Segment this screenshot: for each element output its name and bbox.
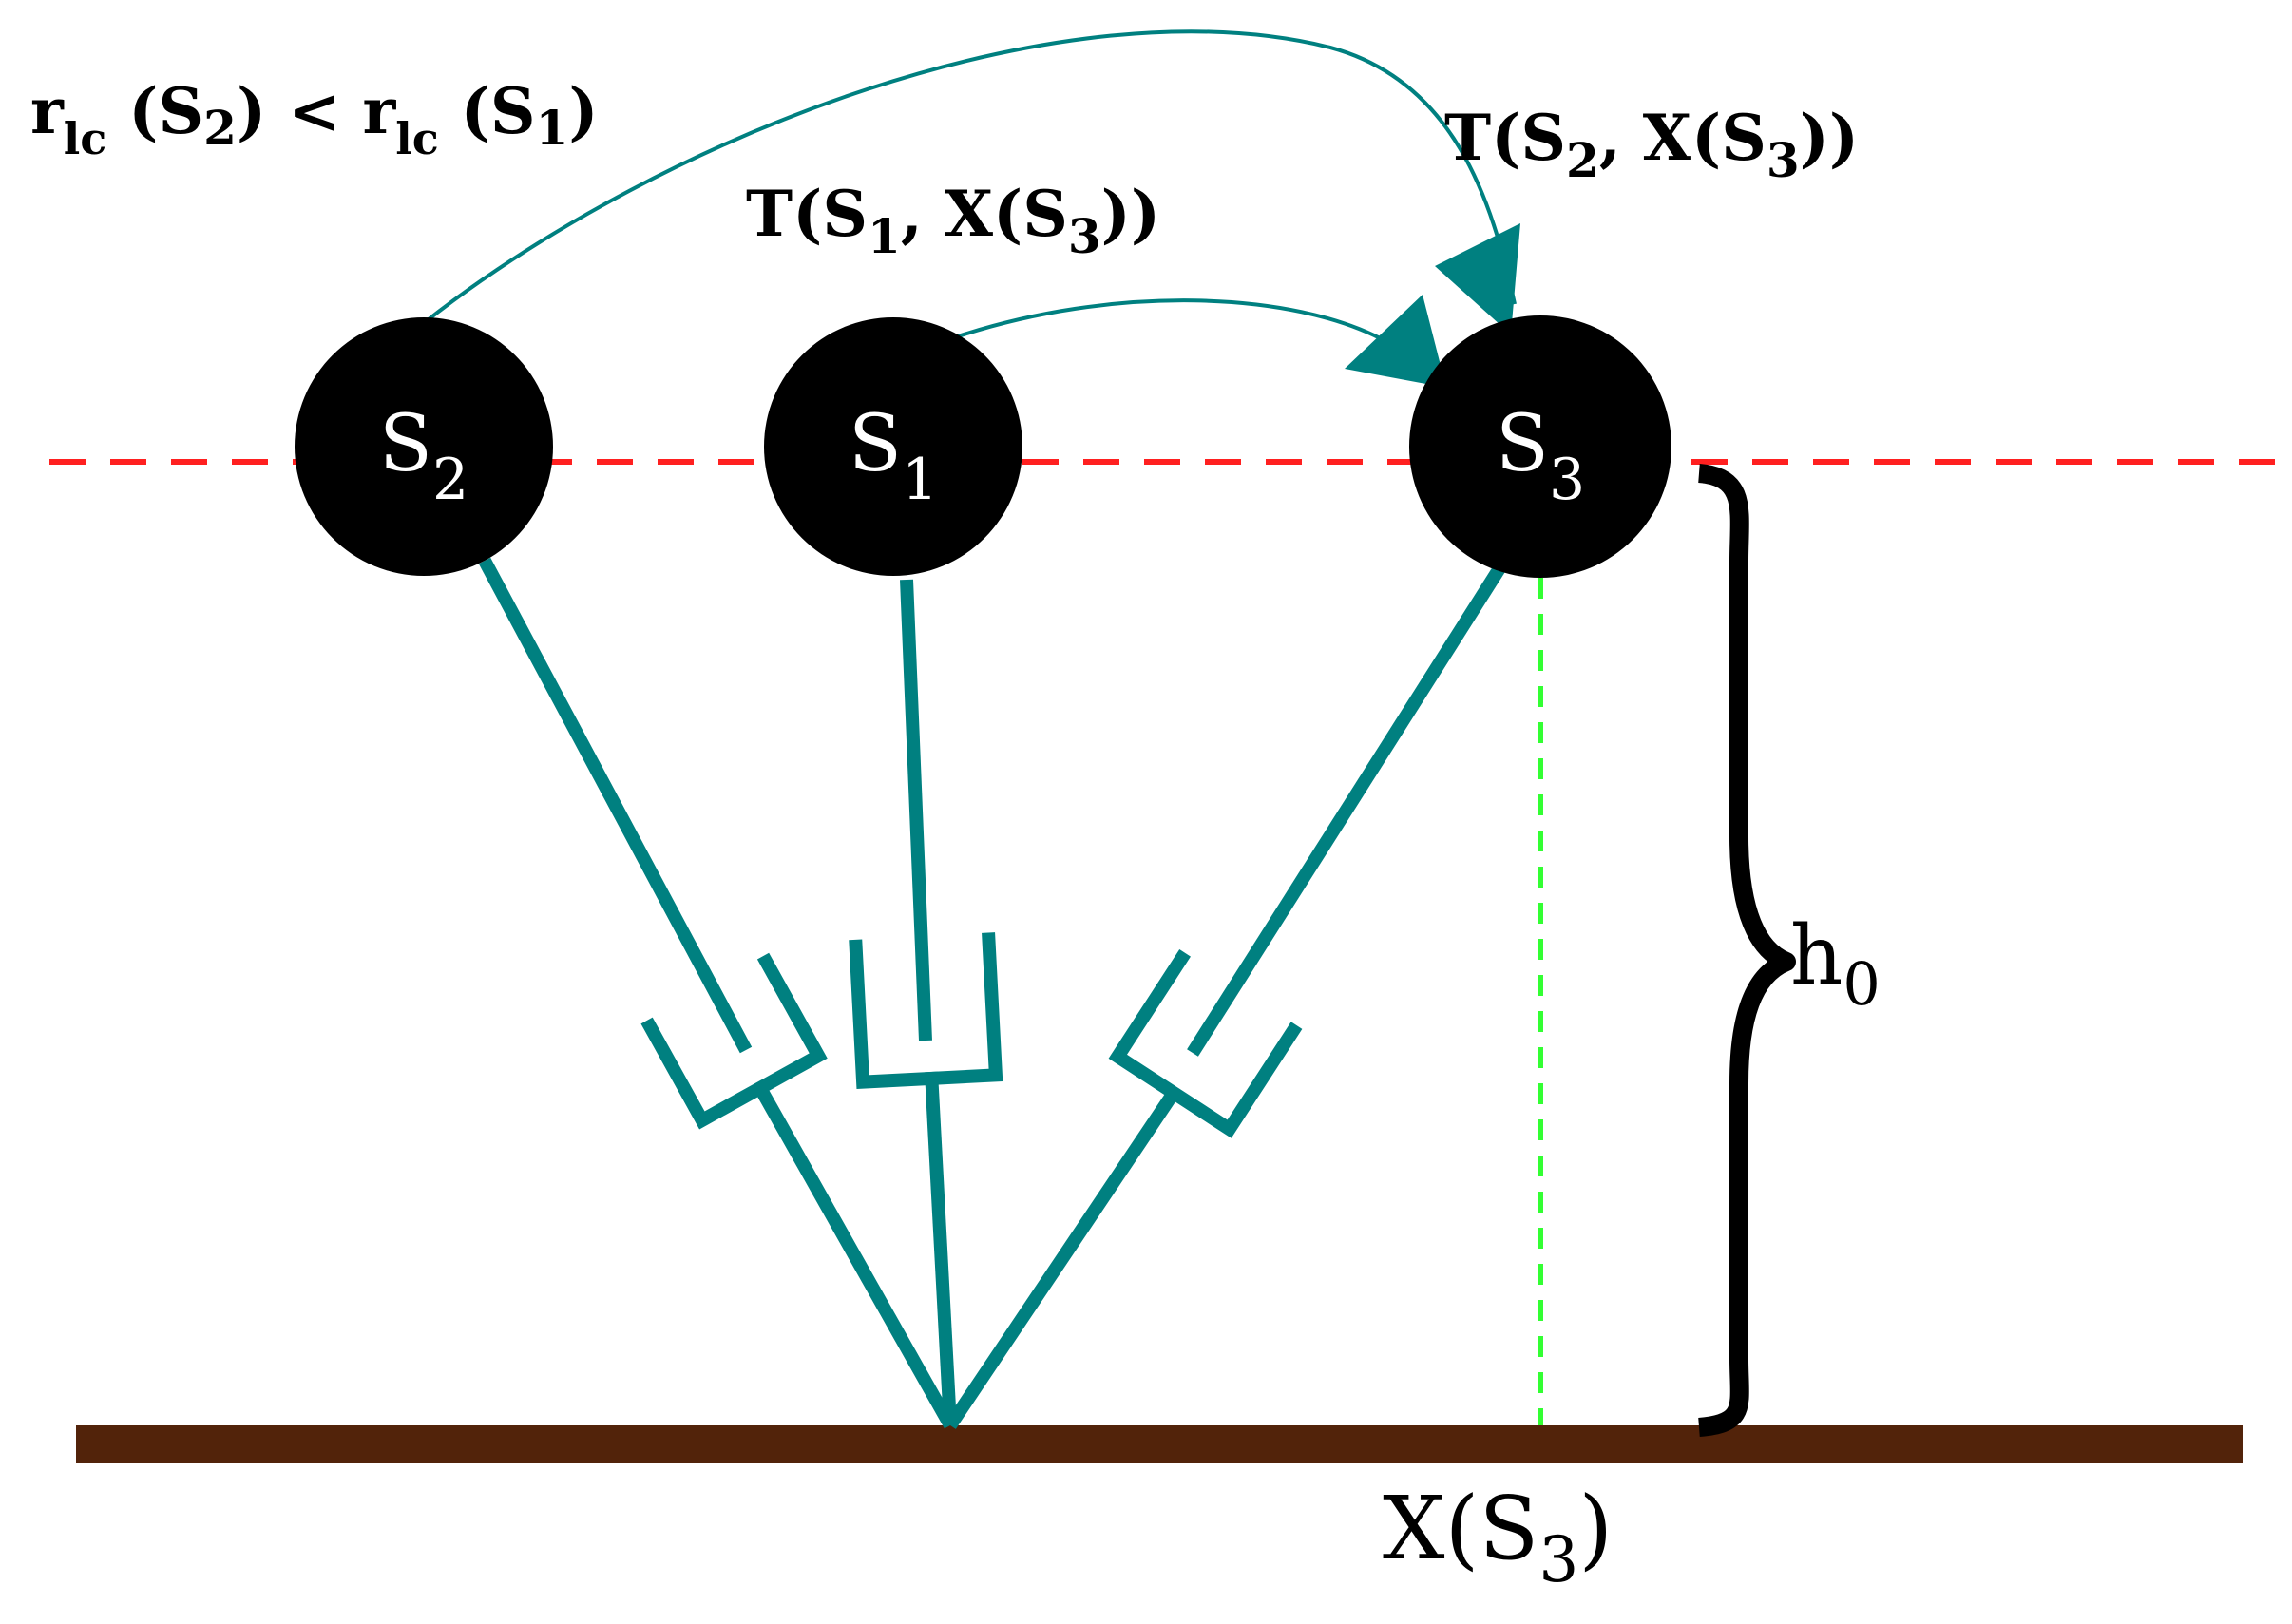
node-s1-sub: 1 [902, 447, 938, 513]
node-s2-sub: 2 [432, 447, 468, 513]
node-s2-main: S [379, 399, 432, 489]
arrowhead-s1-s3-icon [1345, 295, 1446, 388]
lower-leg-right [945, 1089, 1179, 1429]
curved-arrow-s2-to-s3 [422, 29, 1517, 325]
node-s1-main: S [849, 399, 902, 489]
rlc-comparison-label: rlc (S2) < rlc (S1) [30, 74, 599, 164]
ground-bar [76, 1425, 2243, 1463]
svg-text:S2: S2 [379, 399, 468, 513]
node-s3-circle [1409, 315, 1671, 578]
node-s3-sub: 3 [1549, 447, 1585, 513]
t-s2-x-s3-label: T(S2, X(S3)) [1444, 101, 1859, 188]
fork-right-icon [1108, 949, 1303, 1138]
svg-text:S3: S3 [1496, 399, 1585, 513]
upper-legs [478, 557, 1507, 1057]
lower-leg-left [754, 1084, 957, 1429]
upper-leg-left [478, 557, 753, 1054]
node-s3: S3 [1409, 315, 1671, 578]
node-s1-circle [764, 317, 1022, 576]
upper-leg-right [1187, 562, 1507, 1057]
t-s1-x-s3-label: T(S1, X(S3)) [746, 177, 1160, 264]
svg-text:S1: S1 [849, 399, 938, 513]
arrowhead-s2-s3-icon [1435, 223, 1520, 334]
curved-arrow-s1-to-s3 [954, 298, 1388, 344]
lower-legs [754, 1071, 1179, 1429]
node-s2-circle [295, 317, 553, 576]
forks [640, 932, 1303, 1138]
h0-label: h0 [1790, 908, 1881, 1019]
curly-brace-icon [1697, 464, 1796, 1437]
node-s3-main: S [1496, 399, 1549, 489]
x-s3-label: X(S3) [1383, 1478, 1613, 1596]
node-s2: S2 [295, 317, 553, 576]
node-s1: S1 [764, 317, 1022, 576]
fork-left-icon [640, 952, 828, 1130]
upper-leg-middle [900, 579, 932, 1041]
fork-middle-icon [849, 932, 1003, 1090]
lower-leg-middle [925, 1071, 957, 1426]
arrows [422, 29, 1520, 388]
